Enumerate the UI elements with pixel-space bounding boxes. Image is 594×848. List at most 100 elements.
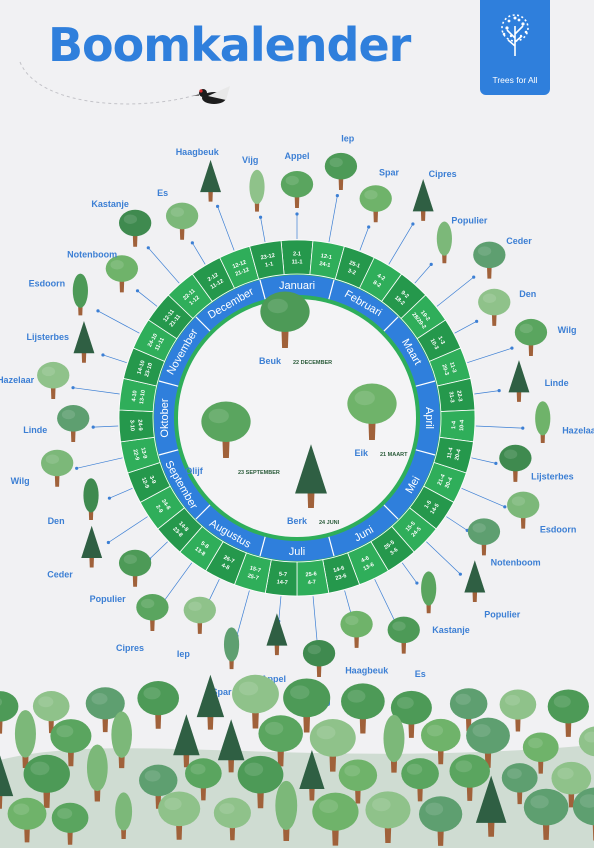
tree-name-label: Iep	[177, 649, 191, 659]
tree-trunk	[257, 789, 264, 809]
center-tree-date: 21 MAART	[380, 452, 408, 458]
tree-trunk	[229, 824, 236, 841]
connector-dot	[415, 581, 419, 585]
tree-canopy	[499, 689, 537, 720]
connector-line	[109, 488, 133, 499]
tree-name-label: Es	[415, 669, 426, 679]
forest-tree-icon	[111, 711, 132, 769]
tree-canopy	[105, 255, 139, 282]
tree-canopy	[223, 627, 240, 662]
tree-highlight	[143, 687, 161, 700]
connector-line	[192, 242, 206, 265]
date-segment	[439, 409, 476, 443]
tree-canopy	[136, 593, 169, 621]
tree-highlight	[238, 681, 259, 696]
tree-name-label: Linde	[23, 425, 47, 435]
date-range-label: 12-124-1	[319, 253, 333, 269]
connector-dot	[146, 246, 150, 250]
tree-canopy	[412, 179, 434, 212]
tree-trunk	[338, 176, 344, 190]
tree-canopy	[73, 320, 95, 354]
tree-canopy	[390, 690, 432, 725]
date-range-start: 2-1	[293, 252, 301, 258]
tree-highlight	[364, 189, 378, 200]
outer-tree-icon	[57, 404, 90, 443]
connector-line	[102, 354, 127, 364]
flight-path	[19, 61, 206, 105]
tree-highlight	[396, 696, 414, 709]
tree-canopy	[249, 169, 265, 204]
tree-canopy	[324, 152, 358, 180]
outer-tree-icon	[280, 170, 314, 208]
tree-highlight	[530, 795, 549, 809]
outer-tree-icon	[118, 209, 152, 247]
tree-canopy	[237, 755, 284, 794]
forest-footer	[0, 674, 594, 848]
tree-highlight	[584, 731, 594, 743]
date-range-label: 14-623-6	[333, 565, 348, 581]
tree-name-label: Hazelaar	[562, 426, 594, 436]
forest-tree-icon	[7, 797, 47, 843]
center-tree-icon	[295, 444, 327, 508]
tree-highlight	[472, 523, 486, 533]
connector-dot	[71, 386, 75, 390]
tree-canopy	[118, 549, 152, 577]
tree-canopy	[86, 744, 108, 792]
tree-trunk	[155, 711, 162, 729]
forest-tree-icon	[173, 714, 200, 768]
tree-trunk	[466, 784, 473, 801]
tree-trunk	[132, 233, 138, 247]
tree-canopy	[338, 759, 378, 792]
date-range-start: 15-7	[249, 565, 261, 574]
tree-trunk	[437, 828, 444, 846]
date-range-label: 4-613-6	[360, 555, 375, 572]
tree-name-label: Lijsterbes	[27, 332, 70, 342]
forest-tree-icon	[14, 710, 36, 769]
outer-tree-icon	[83, 478, 99, 521]
tree-canopy	[85, 687, 125, 720]
tree-canopy	[57, 404, 90, 432]
outer-tree-icon	[165, 202, 199, 240]
center-tree-date: 22 DECEMBER	[293, 360, 332, 366]
tree-highlight	[455, 693, 471, 705]
tree-canopy	[449, 688, 488, 720]
tree-highlight	[426, 724, 444, 737]
date-range-end: 23-10	[144, 362, 154, 377]
date-range-end: 13-10	[139, 390, 147, 405]
tree-highlight	[30, 761, 50, 776]
tree-name-label: Hazelaar	[0, 375, 35, 385]
date-range-start: 3-9	[148, 475, 157, 485]
month-divider	[328, 536, 335, 557]
forest-tree-icon	[158, 791, 201, 840]
date-range-end: 11-11	[154, 337, 166, 352]
month-divider	[383, 316, 399, 332]
woodpecker-icon	[193, 86, 230, 104]
forest-tree-icon	[572, 787, 594, 841]
outer-tree-icon	[340, 610, 373, 648]
forest-tree-icon	[390, 690, 432, 738]
connector-line	[260, 217, 266, 242]
tree-canopy	[501, 763, 538, 793]
tree-canopy	[551, 761, 592, 795]
tree-name-label: Esdoorn	[540, 525, 577, 535]
connector-line	[374, 579, 396, 622]
tree-canopy	[421, 571, 437, 606]
tree-trunk	[359, 715, 367, 734]
forest-tree-icon	[51, 802, 89, 845]
tree-name-label: Appel	[284, 151, 309, 161]
tree-canopy	[7, 797, 47, 830]
tree-trunk	[520, 515, 526, 529]
connector-line	[97, 310, 140, 334]
tree-highlight	[372, 797, 391, 812]
tree-name-label: Cipres	[429, 169, 457, 179]
trees-for-all-logo[interactable]: Trees for All	[480, 0, 550, 95]
connector-dot	[503, 505, 507, 509]
connector-line	[454, 321, 477, 334]
date-segment	[296, 559, 330, 597]
date-range-end: 1-1	[265, 261, 274, 268]
